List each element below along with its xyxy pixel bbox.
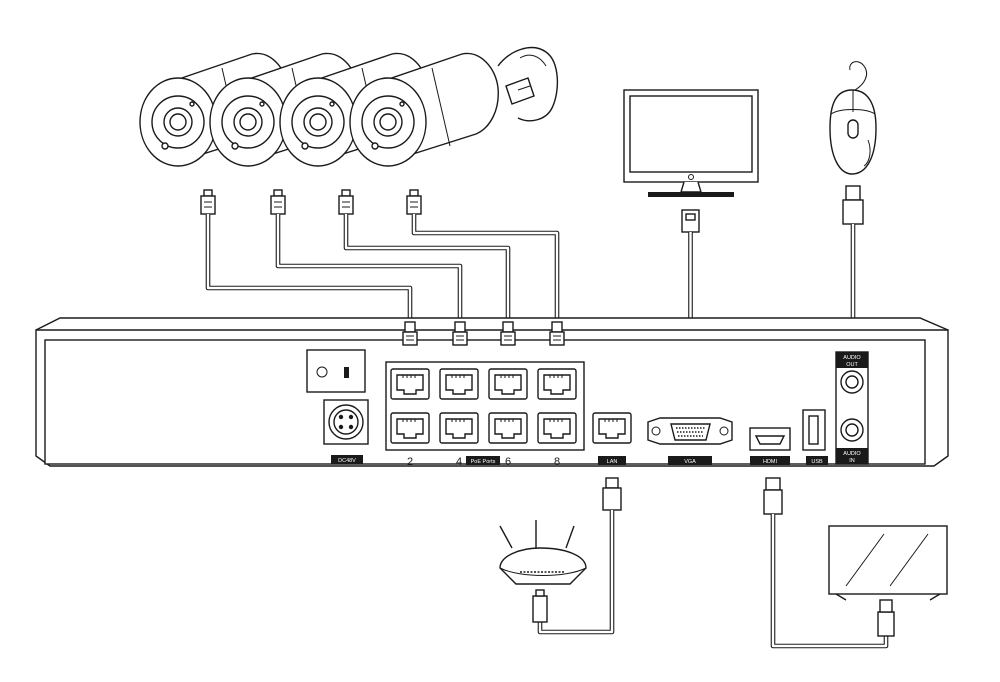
hdmi-port[interactable] (749, 427, 791, 451)
usb-port[interactable] (802, 409, 826, 451)
svg-text:PoE Ports: PoE Ports (471, 459, 496, 465)
vga-port[interactable] (647, 417, 733, 445)
nvr-device: DC48V 2 4 6 8 PoE Ports (35, 317, 949, 468)
router (499, 520, 587, 585)
svg-text:VGA: VGA (684, 459, 696, 465)
tv (828, 525, 948, 601)
poe-port-5[interactable] (488, 368, 528, 400)
lan-cable (532, 477, 622, 635)
port-number-6: 6 (505, 456, 511, 468)
svg-text:LAN: LAN (607, 459, 618, 465)
poe-port-7[interactable] (537, 368, 577, 400)
audio-in-jack[interactable] (840, 418, 864, 442)
poe-label: PoE Ports (466, 456, 500, 465)
power-switch[interactable] (306, 349, 366, 393)
lan-label: LAN (598, 456, 626, 465)
camera-mount (497, 47, 559, 122)
dc-power-jack (323, 399, 369, 445)
audio-in-label: AUDIO (843, 451, 861, 457)
port-number-8: 8 (554, 456, 560, 468)
audio-in-label-2: IN (849, 458, 855, 464)
audio-block: AUDIO OUT AUDIO IN (835, 351, 869, 465)
poe-port-4[interactable] (439, 412, 479, 444)
vga-label: VGA (668, 456, 712, 465)
audio-out-label: AUDIO (843, 355, 861, 361)
poe-port-1[interactable] (390, 368, 430, 400)
port-number-4: 4 (456, 456, 462, 468)
audio-out-jack[interactable] (840, 370, 864, 394)
svg-text:DC48V: DC48V (338, 458, 356, 464)
camera-plugs (200, 189, 422, 215)
poe-port-3[interactable] (439, 368, 479, 400)
power-label: DC48V (331, 455, 363, 464)
mouse (829, 61, 877, 175)
poe-port-block (385, 361, 585, 451)
poe-port-2[interactable] (390, 412, 430, 444)
camera-group (139, 47, 559, 167)
port-number-2: 2 (407, 456, 413, 468)
hdmi-cable (763, 477, 895, 649)
lan-port[interactable] (592, 412, 632, 444)
hdmi-label: HDMI (750, 456, 790, 465)
svg-text:HDMI: HDMI (763, 459, 778, 465)
svg-text:USB: USB (811, 459, 823, 465)
poe-port-6[interactable] (488, 412, 528, 444)
usb-label: USB (806, 456, 828, 465)
monitor (623, 89, 759, 197)
audio-out-label-2: OUT (846, 362, 858, 368)
camera-cables (205, 214, 560, 322)
poe-port-8[interactable] (537, 412, 577, 444)
